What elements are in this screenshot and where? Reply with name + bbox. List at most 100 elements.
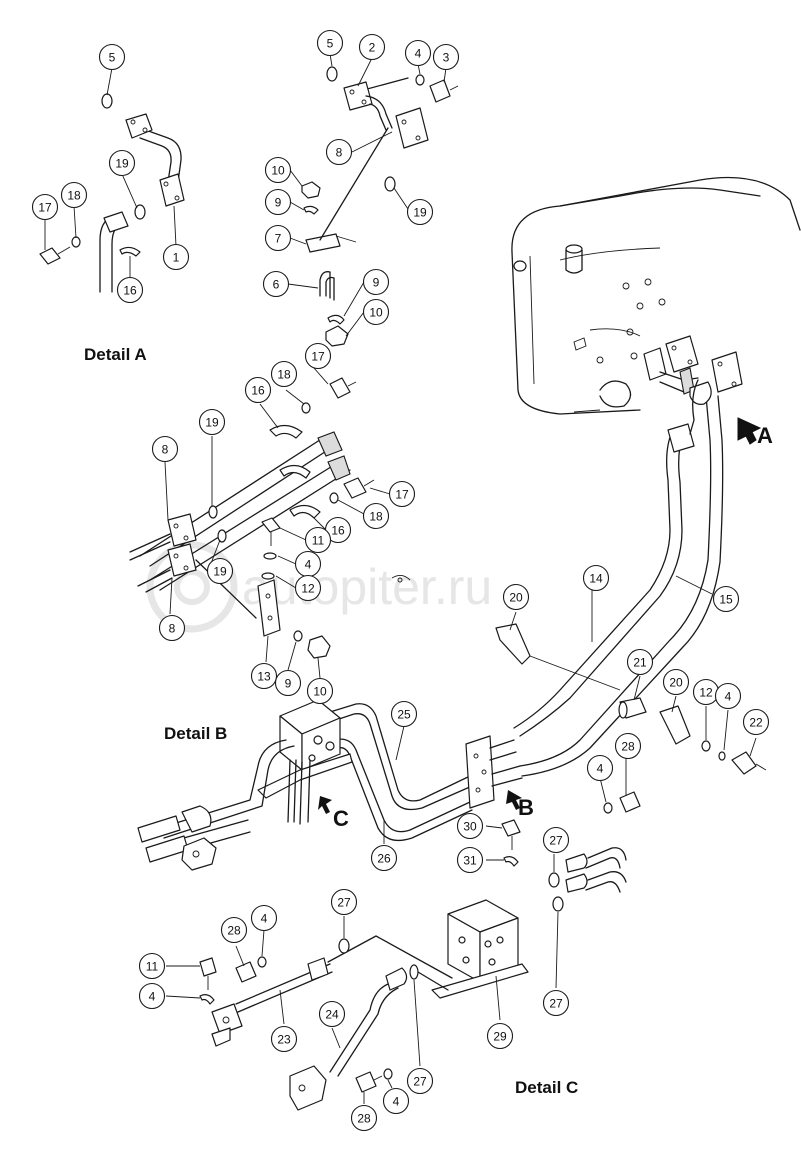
callout-circle — [404, 39, 432, 67]
callout-28: 28 — [350, 1104, 378, 1132]
callout-28: 28 — [220, 916, 248, 944]
callout-number: 10 — [313, 685, 327, 699]
callout-circle — [502, 583, 530, 611]
callout-circle — [586, 754, 614, 782]
detail-c-title: Detail C — [515, 1078, 578, 1097]
callout-4: 4 — [382, 1087, 410, 1115]
callout-19: 19 — [406, 198, 434, 226]
callout-4: 4 — [138, 982, 166, 1010]
callout-circle — [162, 243, 190, 271]
callout-number: 28 — [227, 924, 241, 938]
callout-circle — [350, 1104, 378, 1132]
callout-28: 28 — [614, 732, 642, 760]
callout-number: 9 — [285, 677, 292, 691]
callout-11: 11 — [304, 526, 332, 554]
callout-circle — [362, 502, 390, 530]
callout-30: 30 — [456, 812, 484, 840]
callout-5: 5 — [316, 29, 344, 57]
callout-17: 17 — [304, 342, 332, 370]
detail-c-drawing — [199, 819, 627, 1111]
callout-14: 14 — [582, 564, 610, 592]
callout-circle — [388, 480, 416, 508]
valve-block-leaders — [383, 725, 627, 844]
callout-21: 21 — [626, 648, 654, 676]
callout-number: 4 — [261, 912, 268, 926]
callout-1: 1 — [162, 243, 190, 271]
callout-circle — [250, 662, 278, 690]
detail-a-leaders — [44, 67, 177, 279]
callout-circle — [206, 557, 234, 585]
callout-circle — [60, 181, 88, 209]
arrow-c-label: C — [333, 806, 349, 831]
callout-number: 5 — [327, 37, 334, 51]
watermark-text: autopiter.ru — [242, 559, 492, 615]
callout-circle — [325, 138, 353, 166]
callout-circle — [270, 1025, 298, 1053]
callout-circle — [390, 700, 418, 728]
callout-9: 9 — [274, 669, 302, 697]
callout-circle — [304, 342, 332, 370]
callout-4: 4 — [714, 682, 742, 710]
callout-number: 4 — [305, 558, 312, 572]
callout-number: 17 — [38, 201, 52, 215]
callout-19: 19 — [198, 408, 226, 436]
callout-number: 18 — [67, 189, 81, 203]
callout-number: 27 — [337, 896, 351, 910]
callout-number: 19 — [115, 157, 129, 171]
callout-circle — [456, 846, 484, 874]
arrow-a-label: A — [757, 423, 773, 448]
detail-a-title: Detail A — [84, 345, 147, 364]
callout-circle — [250, 904, 278, 932]
callout-circle — [742, 708, 770, 736]
callout-number: 23 — [277, 1033, 291, 1047]
callout-10: 10 — [306, 677, 334, 705]
callout-circle — [614, 732, 642, 760]
callout-number: 15 — [719, 593, 733, 607]
callout-circle — [542, 826, 570, 854]
callout-number: 11 — [312, 534, 325, 548]
callout-number: 19 — [205, 416, 219, 430]
callout-circle — [362, 268, 390, 296]
callout-number: 31 — [463, 854, 477, 868]
callout-17: 17 — [388, 480, 416, 508]
callout-circle — [108, 149, 136, 177]
callout-number: 20 — [509, 591, 523, 605]
callout-circle — [31, 193, 59, 221]
callout-16: 16 — [116, 276, 144, 304]
callout-circle — [304, 526, 332, 554]
callout-27: 27 — [542, 826, 570, 854]
callout-circle — [382, 1087, 410, 1115]
callout-number: 4 — [393, 1095, 400, 1109]
callout-circle — [582, 564, 610, 592]
callout-circle — [542, 989, 570, 1017]
callout-9: 9 — [264, 188, 292, 216]
callout-number: 16 — [251, 384, 265, 398]
callout-19: 19 — [206, 557, 234, 585]
callout-number: 21 — [633, 656, 647, 670]
callout-6: 6 — [262, 270, 290, 298]
callout-number: 26 — [377, 852, 391, 866]
callout-8: 8 — [158, 614, 186, 642]
callout-5: 5 — [98, 43, 126, 71]
callout-number: 16 — [123, 284, 137, 298]
callout-25: 25 — [390, 700, 418, 728]
callout-circle — [138, 952, 166, 980]
callout-number: 27 — [549, 997, 563, 1011]
callout-number: 27 — [549, 834, 563, 848]
callout-26: 26 — [370, 844, 398, 872]
callout-22: 22 — [742, 708, 770, 736]
callout-circle — [432, 43, 460, 71]
callout-number: 9 — [275, 196, 282, 210]
callout-number: 17 — [395, 488, 409, 502]
callout-12: 12 — [692, 678, 720, 706]
callout-number: 1 — [173, 251, 180, 265]
callout-number: 30 — [463, 820, 477, 834]
callout-19: 19 — [108, 149, 136, 177]
callout-number: 9 — [373, 276, 380, 290]
callout-3: 3 — [432, 43, 460, 71]
callout-number: 2 — [369, 41, 376, 55]
callout-circle — [220, 916, 248, 944]
callout-circle — [362, 298, 390, 326]
watermark: autopiter.ru — [146, 541, 492, 633]
